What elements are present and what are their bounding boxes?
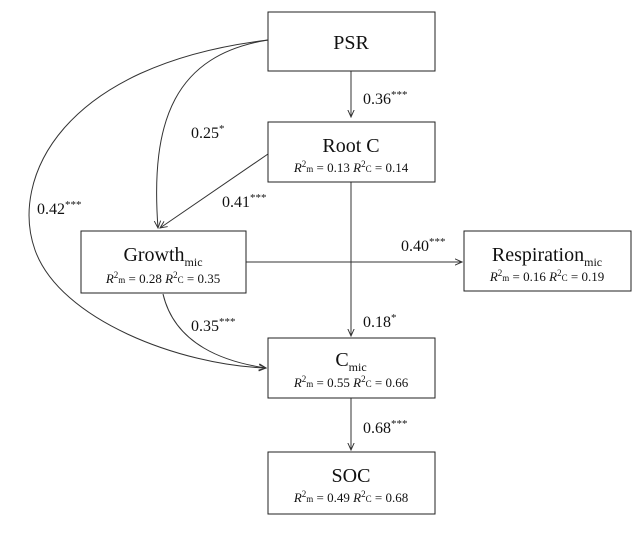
- edge-labels: 0.36*** 0.25* 0.42*** 0.41*** 0.40*** 0.…: [37, 89, 446, 437]
- node-rootc: Root C R2m = 0.13 R2C = 0.14: [267, 121, 436, 183]
- edge-label-growth-cmic: 0.35***: [191, 316, 236, 335]
- node-psr-title: PSR: [333, 32, 369, 54]
- node-resp-title: Respirationmic: [492, 244, 602, 269]
- node-rootc-stats: R2m = 0.13 R2C = 0.14: [293, 159, 409, 175]
- node-resp-stats: R2m = 0.16 R2C = 0.19: [489, 268, 604, 284]
- node-growth-stats: R2m = 0.28 R2C = 0.35: [105, 270, 220, 286]
- node-cmic-stats: R2m = 0.55 R2C = 0.66: [293, 374, 409, 390]
- edge-psr-growth: [157, 39, 269, 228]
- edge-label-psr-rootc: 0.36***: [363, 89, 408, 108]
- edge-label-rootc-cmic: 0.18*: [363, 312, 397, 331]
- node-cmic-title: Cmic: [335, 349, 366, 374]
- edges: [28, 39, 462, 450]
- edge-label-rootc-growth: 0.41***: [222, 192, 267, 211]
- edge-label-growth-resp: 0.40***: [401, 236, 446, 255]
- edge-label-cmic-soc: 0.68***: [363, 418, 408, 437]
- node-soc: SOC R2m = 0.49 R2C = 0.68: [267, 451, 436, 515]
- edge-label-psr-growth: 0.25*: [191, 123, 225, 142]
- node-cmic: Cmic R2m = 0.55 R2C = 0.66: [267, 337, 436, 399]
- edge-label-psr-cmic: 0.42***: [37, 199, 82, 218]
- node-psr: PSR: [267, 11, 436, 72]
- edge-rootc-growth: [160, 153, 269, 228]
- node-soc-stats: R2m = 0.49 R2C = 0.68: [293, 489, 408, 505]
- node-soc-title: SOC: [332, 465, 371, 487]
- edge-psr-cmic: [28, 39, 269, 368]
- edge-growth-cmic: [162, 293, 266, 368]
- node-growth-title: Growthmic: [123, 244, 202, 269]
- node-resp: Respirationmic R2m = 0.16 R2C = 0.19: [463, 230, 632, 292]
- node-growth: Growthmic R2m = 0.28 R2C = 0.35: [80, 230, 247, 294]
- node-rootc-title: Root C: [322, 135, 379, 157]
